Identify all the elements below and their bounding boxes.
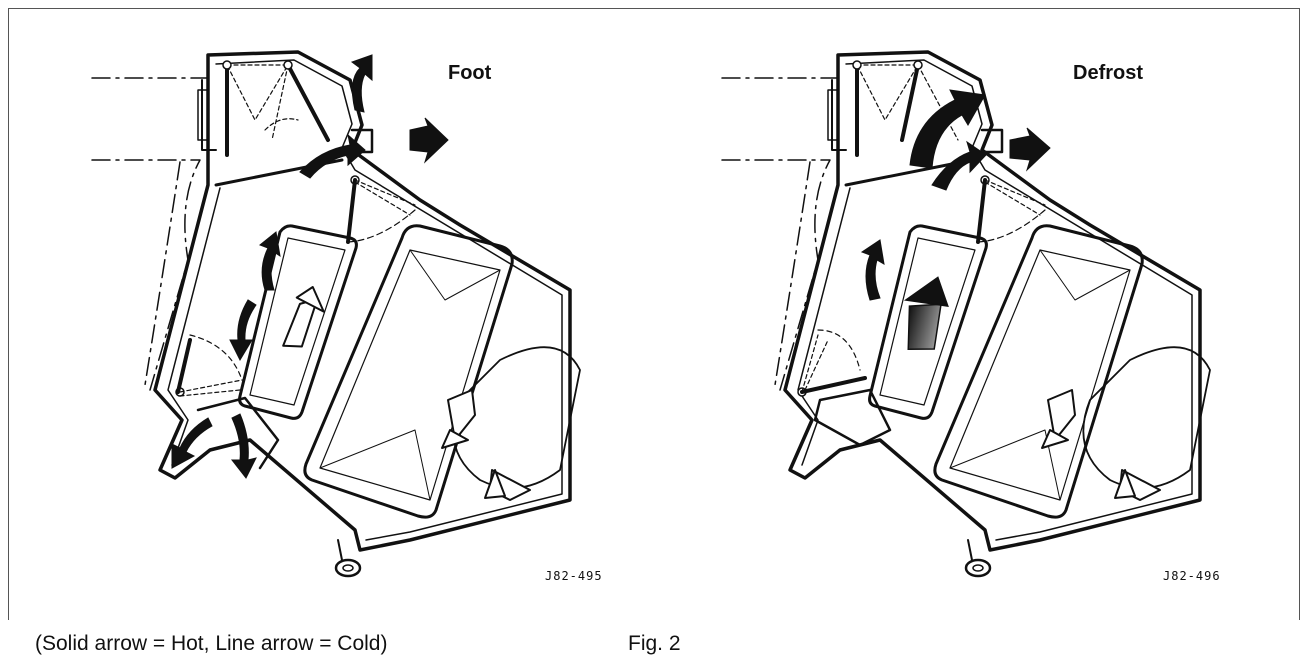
heater-diagram-foot — [91, 50, 581, 578]
frame-gap — [9, 617, 1299, 620]
mode-label-defrost: Defrost — [1073, 62, 1144, 84]
figure-number: Fig. 2 — [628, 632, 681, 655]
figure-frame — [8, 8, 1300, 620]
ref-code-foot: J82-495 — [545, 569, 603, 583]
ref-code-defrost: J82-496 — [1163, 569, 1221, 583]
mode-label-foot: Foot — [448, 62, 492, 84]
heater-diagram-defrost — [721, 50, 1211, 578]
arrow-legend: (Solid arrow = Hot, Line arrow = Cold) — [35, 632, 388, 655]
